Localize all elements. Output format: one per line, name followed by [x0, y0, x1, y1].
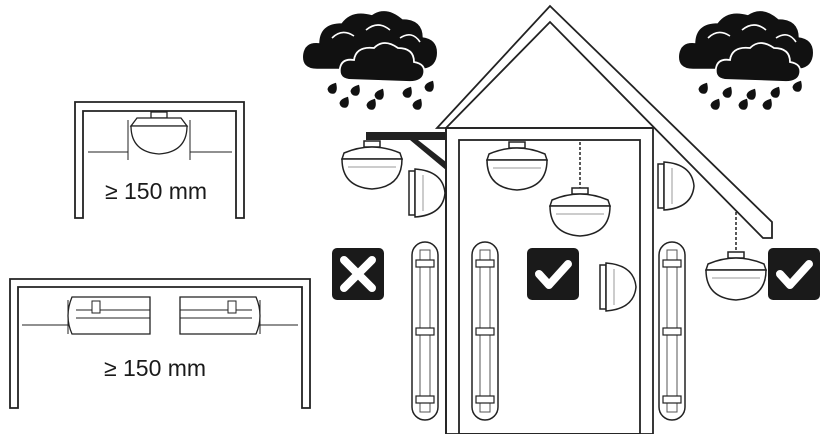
- bracket-lamp: [341, 140, 403, 190]
- linear-luminaire: [67, 296, 261, 335]
- top-clearance-detail: ≥ 150 mm: [74, 101, 245, 219]
- correct-marker-center: [527, 248, 579, 300]
- raindrops-right: [697, 78, 805, 112]
- side-wall-lamp-right: [657, 161, 695, 211]
- ceiling-lamp-inside: [486, 141, 548, 191]
- rain-cloud-left: [302, 10, 438, 112]
- incorrect-marker: [332, 248, 384, 300]
- correct-marker-right: [768, 248, 820, 300]
- tube-lamp-right: [658, 241, 686, 421]
- raindrops-left: [326, 78, 437, 112]
- rain-cloud-right: [678, 10, 814, 112]
- side-lamp-inside: [599, 262, 637, 312]
- pendant-chain-right: [705, 212, 767, 301]
- pendant-chain-center: [549, 142, 611, 237]
- tube-lamp-inside: [471, 241, 499, 421]
- side-wall-lamp-left: [408, 168, 446, 218]
- tube-lamp-left-outside: [411, 241, 439, 421]
- wall-bracket: [366, 132, 446, 170]
- top-lamp: [129, 111, 189, 155]
- house: [434, 4, 773, 434]
- bottom-clearance-label: ≥ 150 mm: [104, 355, 206, 381]
- bottom-clearance-detail: ≥ 150 mm: [9, 278, 311, 409]
- top-clearance-label: ≥ 150 mm: [105, 178, 207, 204]
